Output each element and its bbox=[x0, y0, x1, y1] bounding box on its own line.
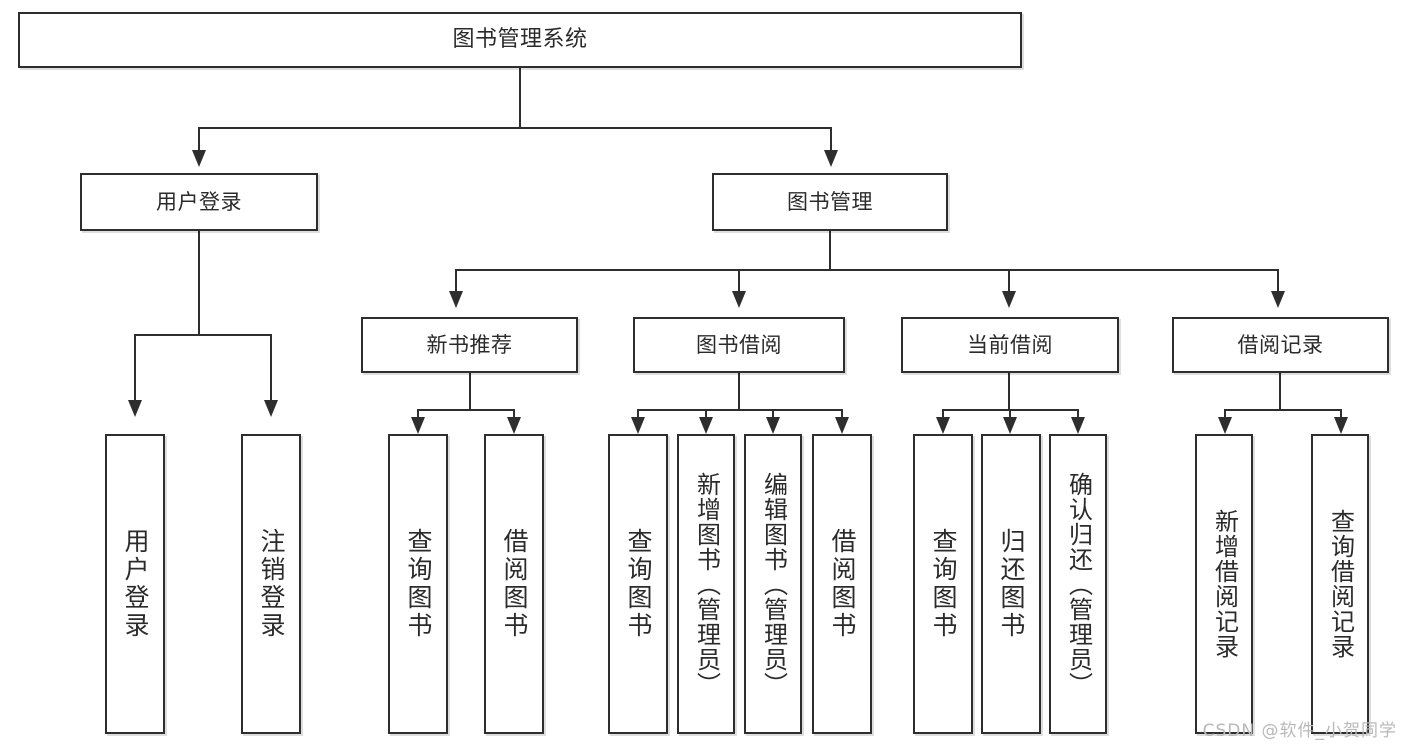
connector-nbr-bus bbox=[417, 409, 515, 411]
node-book-management[interactable]: 图书管理 bbox=[712, 173, 948, 231]
arrow-to-leaf-user-login bbox=[128, 400, 142, 417]
arrow-to-leaf-add-book bbox=[699, 417, 713, 434]
arrow-to-leaf-borrow-book-2 bbox=[835, 417, 849, 434]
node-book-borrow[interactable]: 图书借阅 bbox=[633, 317, 845, 373]
node-current-borrow[interactable]: 当前借阅 bbox=[901, 317, 1119, 373]
node-leaf-confirm-return[interactable]: 确认归还（管理员） bbox=[1049, 434, 1107, 734]
connector-book-management-stem bbox=[829, 231, 831, 270]
node-label: 新书推荐 bbox=[426, 332, 513, 357]
arrow-to-user-login bbox=[192, 150, 206, 167]
node-label: 用户登录 bbox=[121, 528, 150, 640]
connector-root-stem bbox=[519, 68, 521, 128]
node-label: 借阅图书 bbox=[500, 528, 529, 640]
node-label: 图书管理 bbox=[787, 189, 873, 214]
connector-root-to-book-management bbox=[830, 127, 832, 152]
arrow-to-leaf-borrow-book-1 bbox=[507, 417, 521, 434]
node-label: 当前借阅 bbox=[967, 332, 1053, 357]
arrow-to-book-management bbox=[824, 150, 838, 167]
arrow-to-book-borrow bbox=[732, 291, 746, 308]
connector-br-stem bbox=[1279, 373, 1281, 410]
connector-bb-branch-4 bbox=[841, 409, 843, 419]
node-user-login[interactable]: 用户登录 bbox=[80, 173, 318, 231]
node-label: 编辑图书（管理员） bbox=[759, 471, 788, 697]
arrow-to-leaf-query-book-1 bbox=[411, 417, 425, 434]
connector-bb-branch-2 bbox=[705, 409, 707, 419]
node-label: 借阅记录 bbox=[1237, 332, 1324, 357]
node-leaf-logout-login[interactable]: 注销登录 bbox=[241, 434, 301, 734]
connector-bm-branch-3 bbox=[1008, 269, 1010, 293]
node-leaf-borrow-book-2[interactable]: 借阅图书 bbox=[812, 434, 872, 734]
node-root-system[interactable]: 图书管理系统 bbox=[18, 12, 1022, 68]
connector-user-login-stem bbox=[198, 231, 200, 335]
node-label: 新增借阅记录 bbox=[1210, 509, 1239, 659]
connector-br-branch-2 bbox=[1340, 409, 1342, 419]
connector-bm-branch-1 bbox=[455, 269, 457, 293]
connector-user-login-branch-1 bbox=[134, 334, 136, 402]
connector-cb-branch-2 bbox=[1009, 409, 1011, 419]
connector-bb-stem bbox=[738, 373, 740, 410]
connector-br-branch-1 bbox=[1224, 409, 1226, 419]
arrow-to-leaf-edit-book bbox=[766, 417, 780, 434]
node-borrow-record[interactable]: 借阅记录 bbox=[1172, 317, 1389, 373]
node-label: 查询图书 bbox=[404, 528, 433, 640]
node-leaf-add-record[interactable]: 新增借阅记录 bbox=[1195, 434, 1253, 734]
arrow-to-current-borrow bbox=[1002, 291, 1016, 308]
arrow-to-leaf-query-book-3 bbox=[936, 417, 950, 434]
node-label: 新增图书（管理员） bbox=[692, 471, 721, 697]
connector-cb-branch-1 bbox=[942, 409, 944, 419]
node-leaf-query-record[interactable]: 查询借阅记录 bbox=[1311, 434, 1369, 734]
node-label: 确认归还（管理员） bbox=[1064, 471, 1093, 697]
node-label: 注销登录 bbox=[257, 528, 286, 640]
arrow-to-leaf-query-record bbox=[1334, 417, 1348, 434]
connector-user-login-bus bbox=[134, 334, 272, 336]
node-leaf-add-book[interactable]: 新增图书（管理员） bbox=[677, 434, 735, 734]
node-leaf-edit-book[interactable]: 编辑图书（管理员） bbox=[744, 434, 802, 734]
connector-nbr-branch-1 bbox=[417, 409, 419, 419]
connector-cb-stem bbox=[1008, 373, 1010, 410]
node-label: 查询图书 bbox=[929, 528, 958, 640]
node-label: 用户登录 bbox=[156, 189, 242, 214]
arrow-to-leaf-return-book bbox=[1003, 417, 1017, 434]
connector-root-to-user-login bbox=[198, 127, 200, 152]
connector-bm-branch-4 bbox=[1277, 269, 1279, 293]
arrow-to-leaf-logout-login bbox=[264, 400, 278, 417]
node-label: 借阅图书 bbox=[828, 528, 857, 640]
node-label: 图书管理系统 bbox=[452, 27, 588, 53]
arrow-to-leaf-add-record bbox=[1218, 417, 1232, 434]
node-label: 查询图书 bbox=[624, 528, 653, 640]
connector-bb-branch-3 bbox=[772, 409, 774, 419]
arrow-to-new-book-recommend bbox=[449, 291, 463, 308]
arrow-to-borrow-record bbox=[1271, 291, 1285, 308]
connector-br-bus bbox=[1224, 409, 1341, 411]
arrow-to-leaf-query-book-2 bbox=[631, 417, 645, 434]
node-new-book-recommend[interactable]: 新书推荐 bbox=[361, 317, 578, 373]
node-leaf-query-book-3[interactable]: 查询图书 bbox=[913, 434, 973, 734]
node-leaf-return-book[interactable]: 归还图书 bbox=[981, 434, 1041, 734]
connector-book-management-bus bbox=[455, 269, 1279, 271]
node-label: 归还图书 bbox=[997, 528, 1026, 640]
connector-user-login-branch-2 bbox=[270, 334, 272, 402]
connector-bb-bus bbox=[637, 409, 842, 411]
arrow-to-leaf-confirm-return bbox=[1071, 417, 1085, 434]
watermark-text: CSDN @软件_小贺同学 bbox=[1202, 721, 1397, 741]
connector-cb-branch-3 bbox=[1077, 409, 1079, 419]
node-label: 图书借阅 bbox=[696, 332, 782, 357]
node-leaf-query-book-2[interactable]: 查询图书 bbox=[608, 434, 668, 734]
node-leaf-borrow-book-1[interactable]: 借阅图书 bbox=[484, 434, 544, 734]
connector-bm-branch-2 bbox=[738, 269, 740, 293]
node-leaf-query-book-1[interactable]: 查询图书 bbox=[388, 434, 448, 734]
connector-nbr-branch-2 bbox=[513, 409, 515, 419]
connector-nbr-stem bbox=[469, 373, 471, 410]
connector-bb-branch-1 bbox=[637, 409, 639, 419]
node-label: 查询借阅记录 bbox=[1326, 509, 1355, 659]
node-leaf-user-login[interactable]: 用户登录 bbox=[105, 434, 165, 734]
connector-root-bus bbox=[198, 127, 832, 129]
